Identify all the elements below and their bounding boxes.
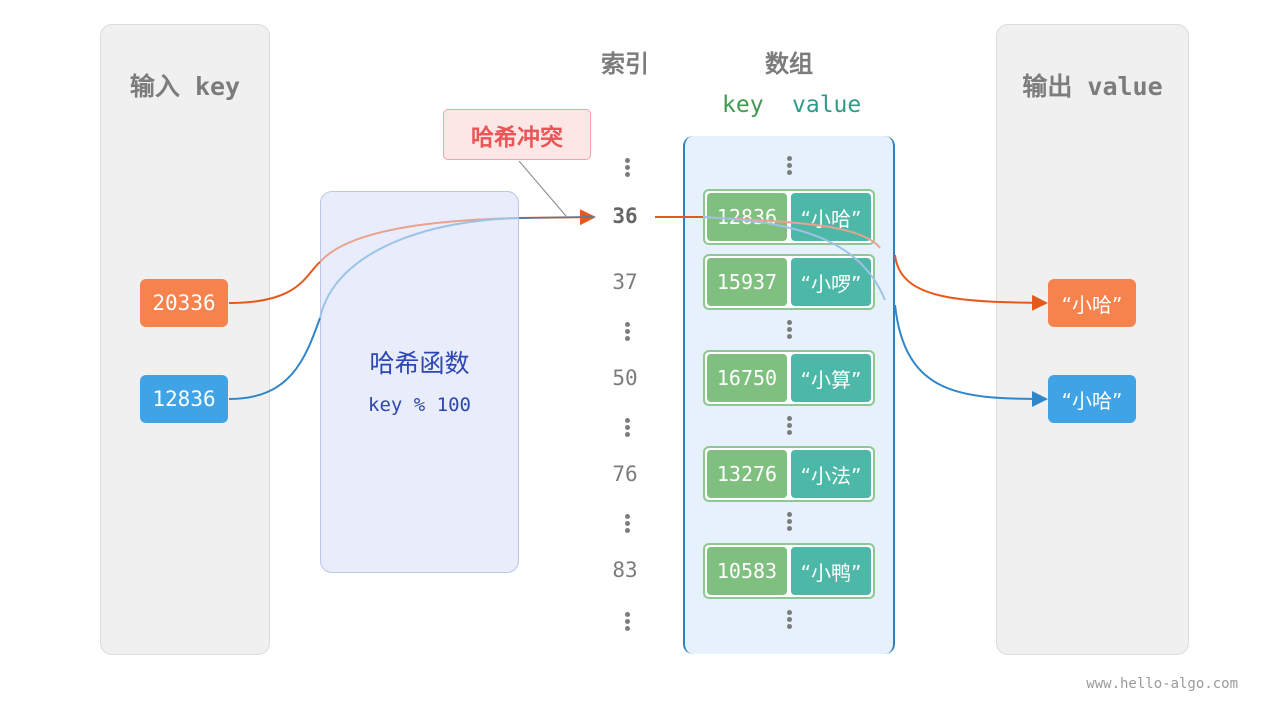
bucket-entry: 12836 “小哈”: [703, 189, 875, 245]
watermark: www.hello-algo.com: [1086, 676, 1238, 692]
output-value-title: 输出 value: [1022, 72, 1163, 101]
ellipsis-icon: [786, 156, 792, 177]
bucket-key: 12836: [707, 193, 787, 241]
output-value-chip: “小哈”: [1048, 279, 1136, 327]
bucket-key: 10583: [707, 547, 787, 595]
bucket-key: 16750: [707, 354, 787, 402]
bucket-key: 13276: [707, 450, 787, 498]
index-label: 36: [612, 204, 638, 228]
index-label: 83: [612, 558, 638, 582]
index-header: 索引: [601, 50, 649, 78]
input-key-chip: 12836: [140, 375, 228, 423]
ellipsis-icon: [786, 416, 792, 437]
array-header: 数组: [765, 50, 813, 78]
input-key-title: 输入 key: [129, 72, 241, 101]
bucket-value: “小哈”: [791, 193, 871, 241]
index-label: 76: [612, 462, 638, 486]
bucket-entry: 13276 “小法”: [703, 446, 875, 502]
ellipsis-icon: [624, 612, 630, 633]
ellipsis-icon: [786, 610, 792, 631]
ellipsis-icon: [624, 158, 630, 179]
output-value-chip: “小哈”: [1048, 375, 1136, 423]
bucket-value: “小鸭”: [791, 547, 871, 595]
index-label: 37: [612, 270, 638, 294]
ellipsis-icon: [624, 514, 630, 535]
hash-function-expression: key % 100: [368, 394, 471, 416]
collision-pointer-line: [518, 160, 567, 217]
bucket-key: 15937: [707, 258, 787, 306]
bucket-value: “小啰”: [791, 258, 871, 306]
value-header: value: [792, 92, 862, 118]
bucket-entry: 15937 “小啰”: [703, 254, 875, 310]
bucket-entry: 16750 “小算”: [703, 350, 875, 406]
hash-function-title: 哈希函数: [369, 349, 470, 378]
bucket-value: “小算”: [791, 354, 871, 402]
hash-collision-label: 哈希冲突: [443, 109, 591, 160]
input-key-panel: 输入 key: [100, 24, 270, 655]
blue-key-path-out: [518, 216, 595, 219]
ellipsis-icon: [786, 512, 792, 533]
bucket-entry: 10583 “小鸭”: [703, 543, 875, 599]
bucket-value: “小法”: [791, 450, 871, 498]
ellipsis-icon: [786, 320, 792, 341]
index-label: 50: [612, 366, 638, 390]
output-value-panel: 输出 value: [996, 24, 1189, 655]
hash-function-box: 哈希函数 key % 100: [320, 191, 519, 573]
key-header: key: [722, 92, 764, 118]
orange-key-path-out: [518, 209, 596, 226]
ellipsis-icon: [624, 322, 630, 343]
input-key-chip: 20336: [140, 279, 228, 327]
ellipsis-icon: [624, 418, 630, 439]
